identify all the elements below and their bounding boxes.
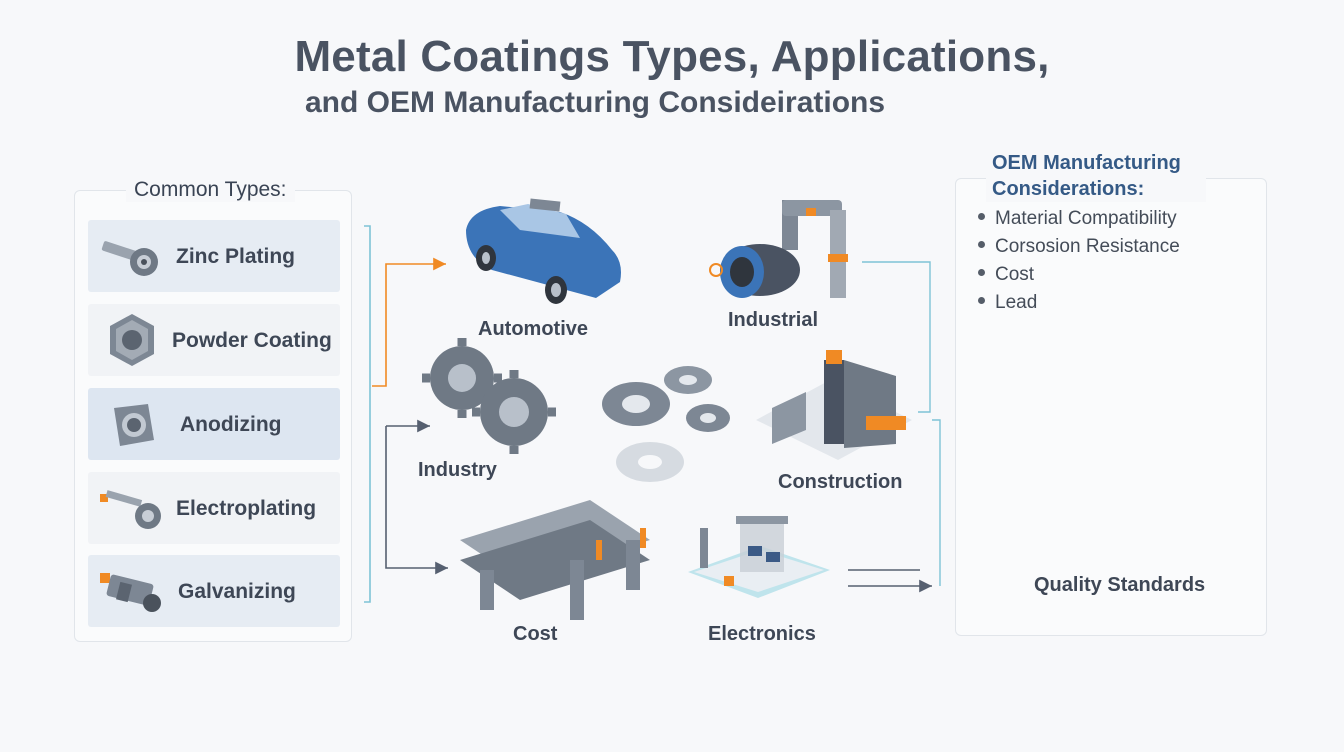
label-automotive: Automotive — [478, 318, 588, 340]
industrial-machine-illustration — [709, 200, 848, 298]
label-construction: Construction — [778, 471, 903, 493]
steel-beams-illustration — [460, 500, 650, 620]
oem-heading: OEM Manufacturing Considerations: — [986, 150, 1206, 202]
type-label-zinc-plating: Zinc Plating — [176, 245, 296, 268]
label-quality-standards: Quality Standards — [1034, 574, 1206, 596]
type-card-galvanizing[interactable]: Galvanizing — [88, 555, 340, 627]
page-subtitle: and OEM Manufacturing Consideirations — [305, 86, 886, 119]
label-industry: Industry — [418, 459, 497, 481]
oem-heading-line1: OEM Manufacturing — [992, 152, 1181, 174]
threaded-bolt-icon — [100, 490, 161, 529]
type-label-powder-coating: Powder Coating — [172, 329, 332, 352]
oem-bullet-lead: Lead — [978, 292, 1037, 314]
type-card-anodizing[interactable]: Anodizing — [88, 388, 340, 460]
oem-bullet-material-compatibility: Material Compatibility — [978, 208, 1177, 230]
oem-heading-line2: Considerations: — [992, 178, 1145, 200]
type-label-anodizing: Anodizing — [180, 413, 282, 436]
car-illustration — [466, 198, 621, 304]
common-types-heading: Common Types: — [126, 178, 295, 202]
hex-nut-icon — [110, 314, 154, 366]
label-electronics: Electronics — [708, 623, 816, 645]
type-card-zinc-plating[interactable]: Zinc Plating — [88, 220, 340, 292]
bolt-nut-icon — [101, 241, 158, 276]
circuit-board-illustration — [688, 516, 830, 598]
type-label-galvanizing: Galvanizing — [178, 580, 296, 603]
connector-construction-right — [932, 419, 941, 586]
type-card-electroplating[interactable]: Electroplating — [88, 472, 340, 544]
gears-illustration — [422, 338, 556, 454]
construction-building-illustration — [756, 350, 912, 460]
left-bracket-connector — [364, 225, 371, 603]
page-title: Metal Coatings Types, Applications, — [294, 32, 1050, 81]
connector-industrial-right — [862, 261, 931, 413]
pipe-fitting-icon — [100, 573, 161, 612]
label-industrial: Industrial — [728, 309, 819, 331]
ring-bracket-icon — [114, 404, 154, 446]
arrow-to-cost — [385, 426, 448, 575]
label-cost: Cost — [513, 623, 558, 645]
oem-bullet-cost: Cost — [978, 264, 1034, 286]
oem-bullet-corrosion-resistance: Corsosion Resistance — [978, 236, 1180, 258]
small-gears-illustration — [602, 366, 730, 482]
type-label-electroplating: Electroplating — [176, 497, 317, 520]
type-card-powder-coating[interactable]: Powder Coating — [88, 304, 340, 376]
arrow-to-automotive — [372, 257, 446, 387]
